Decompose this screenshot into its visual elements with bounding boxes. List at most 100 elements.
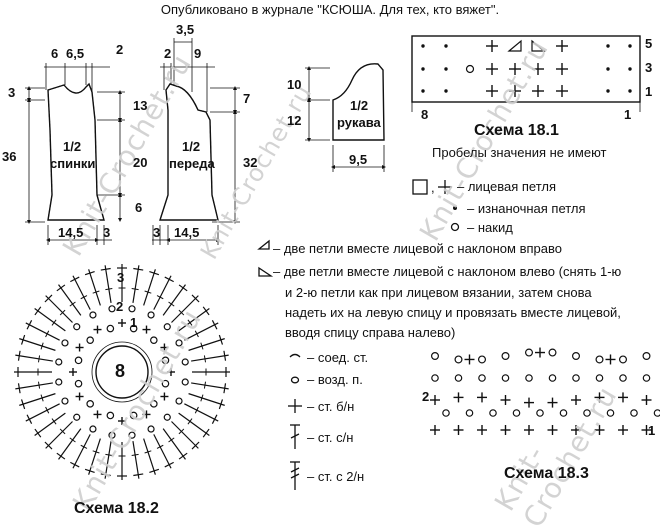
chart-18-2-dc-bar bbox=[168, 301, 175, 307]
chart-18-2-symbols bbox=[14, 264, 230, 480]
chart-18-2-dc-cap bbox=[100, 267, 111, 271]
chart-18-1-cell-purl bbox=[444, 44, 448, 48]
chart-18-2-dc bbox=[34, 308, 66, 332]
chart-18-3-mid-chain bbox=[572, 374, 580, 382]
legend-double-crochet-2-text: – ст. с 2/н bbox=[307, 469, 365, 484]
chart-18-3-row-1: 1 bbox=[648, 423, 656, 438]
chart-18-2-dc bbox=[143, 269, 156, 306]
k2tog-right-icon bbox=[257, 239, 270, 250]
legend-k2tog-left-line-1: – две петли вместе лицевой с наклоном вл… bbox=[273, 264, 622, 279]
back-top-dim-1: 6 bbox=[51, 46, 59, 61]
chart-18-3-mid-sc bbox=[453, 392, 464, 403]
chart-18-3-mid-chain bbox=[454, 374, 463, 382]
back-bottom-dim-2: 3 bbox=[103, 225, 111, 240]
chart-18-2-dc-cap bbox=[164, 276, 174, 283]
chart-18-3-low-chain bbox=[583, 409, 591, 417]
chart-18-2-dc-bar bbox=[156, 444, 164, 449]
chart-18-3-base-sc bbox=[547, 425, 558, 435]
chart-18-2-dc-cap bbox=[100, 473, 111, 477]
chart-18-2-dc-bar bbox=[92, 290, 100, 294]
chart-18-2-dc bbox=[153, 434, 172, 469]
chart-18-2-dc-cap bbox=[218, 399, 224, 410]
chart-18-1-note: Пробелы значения не имеют bbox=[432, 145, 607, 160]
chart-18-2-dc bbox=[58, 284, 82, 316]
chart-18-3-base-sc bbox=[594, 425, 605, 435]
chart-18-1-cell-purl bbox=[421, 67, 425, 71]
chart-18-1-cell-knit bbox=[556, 63, 568, 75]
chart-18-1-cell-yo bbox=[465, 64, 475, 74]
back-bottom-dim-1: 14,5 bbox=[58, 225, 84, 240]
publication-header: Опубликовано в журнале "КСЮША. Для тех, … bbox=[160, 2, 500, 17]
chart-18-3-low-chain bbox=[536, 409, 544, 417]
chart-18-2-ring-chain bbox=[55, 358, 63, 366]
chart-18-2-dc bbox=[19, 393, 56, 406]
chart-18-2-dc-cap bbox=[202, 306, 210, 316]
chart-18-3-top-chain bbox=[548, 348, 557, 357]
legend-double-crochet-text: – ст. с/н bbox=[307, 430, 354, 445]
chart-18-2-dc-cap bbox=[17, 383, 21, 394]
chart-18-3-top-chain bbox=[642, 352, 651, 361]
chart-18-1-row-1: 1 bbox=[645, 84, 653, 99]
legend-single-crochet-text: – ст. б/н bbox=[307, 399, 355, 414]
chart-18-2-sc bbox=[160, 343, 169, 352]
chart-18-2-ring-chain bbox=[163, 323, 171, 331]
chart-18-2-dc-bar bbox=[45, 406, 50, 414]
chart-18-2-dc-cap bbox=[218, 334, 224, 345]
chart-18-2-dc-bar bbox=[203, 355, 207, 363]
chart-18-3-base-sc bbox=[430, 425, 440, 435]
chart-18-1-cell-k2tog-left bbox=[531, 39, 546, 52]
slip-stitch-icon bbox=[289, 353, 301, 358]
back-right-dim-2: 20 bbox=[133, 155, 148, 170]
chart-18-2-dc-bar bbox=[40, 394, 44, 402]
chart-18-1-cell-purl bbox=[606, 44, 610, 48]
chart-18-2-dc-bar bbox=[194, 406, 199, 414]
chart-18-3-mid-sc bbox=[594, 392, 605, 403]
chart-18-1-cell-purl bbox=[421, 89, 425, 93]
chart-18-2-dc bbox=[188, 393, 225, 406]
chart-18-2-dc-bar bbox=[51, 319, 57, 326]
chart-18-2-dc bbox=[132, 265, 140, 303]
chart-18-2-ring-chain bbox=[55, 378, 63, 386]
chart-18-2-dc-cap bbox=[34, 428, 42, 438]
chart-18-3-mid-chain bbox=[431, 374, 439, 382]
chart-18-2-dc bbox=[104, 441, 112, 479]
chart-18-2-dc-bar bbox=[45, 330, 50, 338]
chart-18-3-top-chain bbox=[571, 352, 580, 361]
legend-symbols bbox=[257, 179, 460, 490]
chart-18-2-dc bbox=[104, 265, 112, 303]
chart-18-2-dc-bar bbox=[40, 342, 44, 350]
chart-18-1-cell-knit bbox=[532, 63, 544, 75]
chart-18-2-dc bbox=[19, 338, 56, 351]
legend-comma: , bbox=[431, 180, 435, 195]
chart-18-3-base-sc bbox=[571, 425, 581, 435]
chart-18-2-dc bbox=[45, 421, 73, 449]
chart-18-2-dc-cap bbox=[164, 461, 174, 468]
chart-18-2-dc-cap bbox=[44, 441, 53, 450]
chart-18-2-dc-bar bbox=[178, 309, 185, 316]
chart-18-2-title: Схема 18.2 bbox=[74, 500, 159, 517]
chart-18-2-dc-bar bbox=[203, 381, 207, 389]
chart-18-2-dc-cap bbox=[70, 461, 80, 468]
chart-18-2-dc-bar bbox=[178, 428, 185, 435]
chart-18-2-ring-chain bbox=[108, 431, 116, 439]
chart-18-2-dc-cap bbox=[202, 428, 210, 438]
chart-18-2-row-2: 2 bbox=[116, 299, 124, 314]
chart-18-1-cell-knit bbox=[486, 40, 498, 52]
chart-18-2-chain bbox=[86, 400, 94, 408]
chart-18-2-dc-bar bbox=[37, 355, 41, 363]
chart-18-2-chain bbox=[161, 356, 170, 365]
chart-18-2-dc-bar bbox=[59, 309, 66, 316]
back-right-dim-1: 13 bbox=[133, 98, 148, 113]
chart-18-3-base-sc bbox=[477, 425, 487, 435]
chart-18-3-top-sc bbox=[605, 354, 616, 365]
chart-18-2-ring-chain bbox=[147, 425, 155, 433]
back-label-fraction: 1/2 bbox=[63, 139, 82, 154]
legend-k2tog-left-line-2: и 2-ю петли как при лицевом вязании, зат… bbox=[285, 285, 592, 300]
chart-18-3-title: Схема 18.3 bbox=[504, 465, 589, 482]
chart-18-2-dc-cap bbox=[211, 414, 218, 424]
chart-18-1-cell-purl bbox=[628, 67, 632, 71]
chart-18-2-dc-cap bbox=[84, 468, 95, 474]
chart-18-2-chain bbox=[129, 324, 138, 333]
chart-18-2-sc bbox=[75, 343, 84, 352]
chart-18-2-row-1: 1 bbox=[130, 315, 138, 330]
